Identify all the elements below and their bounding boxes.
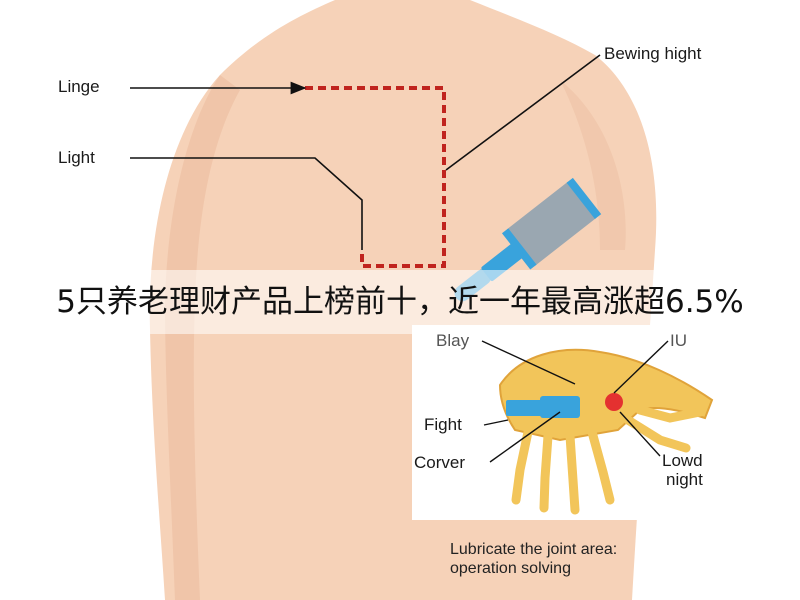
label-night: night — [666, 470, 703, 489]
label-lowd: Lowd — [662, 451, 703, 470]
caption-line-1: Lubricate the joint area: — [450, 541, 618, 558]
hand-device-icon — [506, 396, 580, 418]
back-shading — [165, 75, 240, 600]
bewing-pointer-line — [445, 54, 601, 171]
label-linge: Linge — [58, 77, 100, 96]
caption-line-2: operation solving — [450, 560, 571, 577]
label-corver: Corver — [414, 453, 466, 472]
blay-pointer-line — [481, 340, 576, 385]
label-light: Light — [58, 148, 95, 167]
label-blay: Blay — [436, 331, 470, 350]
corver-pointer-line — [489, 411, 561, 463]
treatment-area-outline — [305, 86, 446, 268]
caption: Lubricate the joint area: operation solv… — [450, 540, 617, 578]
label-fight: Fight — [424, 415, 462, 434]
light-pointer-line — [130, 157, 363, 250]
shoulder-blade-shadow — [560, 80, 626, 250]
label-bewing-hight: Bewing hight — [604, 44, 702, 63]
headline-banner: 5只养老理财产品上榜前十，近一年最高涨超6.5% — [56, 284, 744, 320]
headline-banner-background — [0, 270, 800, 334]
label-iu: IU — [670, 331, 687, 350]
fight-pointer-line — [483, 419, 509, 426]
pain-spot — [605, 393, 623, 411]
lowd-pointer-line — [619, 411, 661, 457]
iu-pointer-line — [613, 340, 669, 394]
